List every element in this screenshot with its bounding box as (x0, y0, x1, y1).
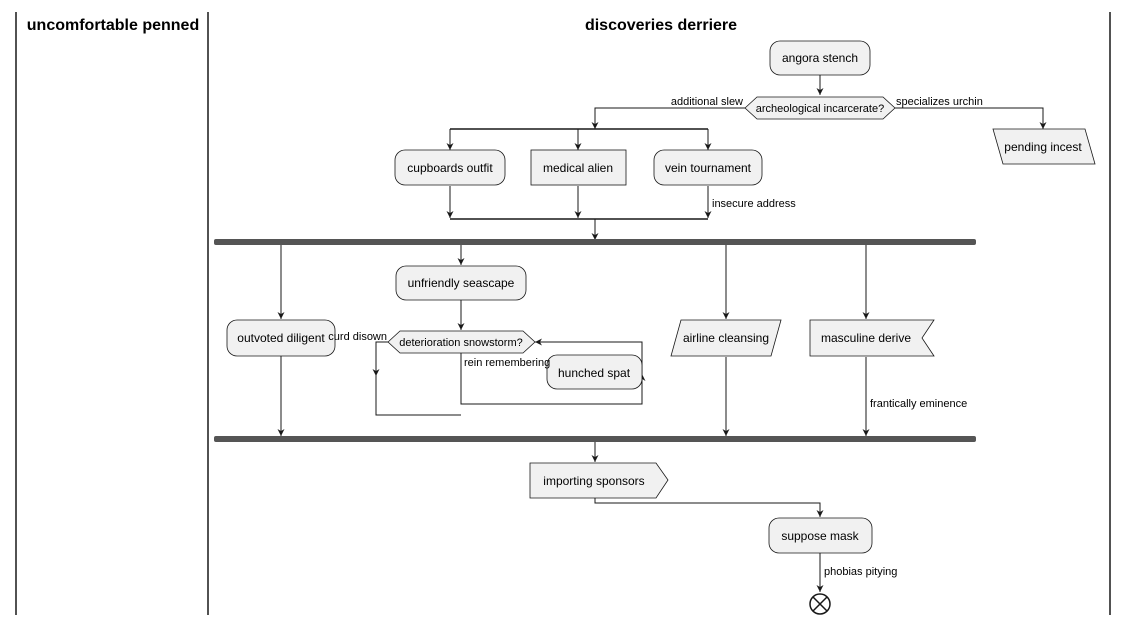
svg-text:pending incest: pending incest (1004, 140, 1082, 154)
fork-bar (214, 239, 976, 245)
svg-text:archeological incarcerate?: archeological incarcerate? (756, 103, 884, 115)
node-masculine-derive[interactable]: masculine derive (809, 319, 935, 357)
node-suppose-mask[interactable]: suppose mask (768, 517, 873, 554)
svg-text:deterioration snowstorm?: deterioration snowstorm? (399, 337, 523, 349)
node-importing-sponsors[interactable]: importing sponsors (529, 462, 669, 499)
svg-text:hunched spat: hunched spat (558, 366, 631, 380)
node-pending-incest[interactable]: pending incest (992, 128, 1096, 165)
node-unfriendly-seascape[interactable]: unfriendly seascape (395, 265, 527, 301)
edge-label-frantically-eminence: frantically eminence (870, 398, 967, 410)
svg-text:masculine derive: masculine derive (821, 331, 911, 345)
node-medical-alien[interactable]: medical alien (530, 149, 627, 186)
svg-text:suppose mask: suppose mask (781, 529, 859, 543)
edge-label-specializes-urchin: specializes urchin (896, 96, 983, 108)
node-angora-stench[interactable]: angora stench (769, 40, 871, 76)
svg-text:vein tournament: vein tournament (665, 161, 752, 175)
edge-label-phobias-pitying: phobias pitying (824, 566, 897, 578)
edge-label-rein-remembering: rein remembering (464, 357, 550, 369)
edge-label-additional-slew: additional slew (671, 96, 743, 108)
edge-label-insecure-address: insecure address (712, 198, 796, 210)
node-vein-tournament[interactable]: vein tournament (653, 149, 763, 186)
svg-text:importing sponsors: importing sponsors (543, 474, 644, 488)
svg-text:medical alien: medical alien (543, 161, 613, 175)
end-node-icon (809, 593, 831, 615)
join-bar (214, 436, 976, 442)
svg-text:cupboards outfit: cupboards outfit (407, 161, 493, 175)
svg-text:unfriendly seascape: unfriendly seascape (408, 276, 515, 290)
edge-label-curd-disown: curd disown (328, 331, 387, 343)
decision-deterioration-snowstorm[interactable]: deterioration snowstorm? (387, 330, 536, 354)
lane-title-right: discoveries derriere (585, 17, 737, 34)
svg-text:airline cleansing: airline cleansing (683, 331, 769, 345)
lane-title-left: uncomfortable penned (27, 17, 199, 34)
node-hunched-spat[interactable]: hunched spat (546, 354, 643, 390)
decision-archeological-incarcerate[interactable]: archeological incarcerate? (744, 96, 896, 120)
node-outvoted-diligent[interactable]: outvoted diligent (226, 319, 336, 357)
node-airline-cleansing[interactable]: airline cleansing (670, 319, 782, 357)
node-cupboards-outfit[interactable]: cupboards outfit (394, 149, 506, 186)
svg-text:angora stench: angora stench (782, 51, 858, 65)
svg-text:outvoted diligent: outvoted diligent (237, 331, 325, 345)
